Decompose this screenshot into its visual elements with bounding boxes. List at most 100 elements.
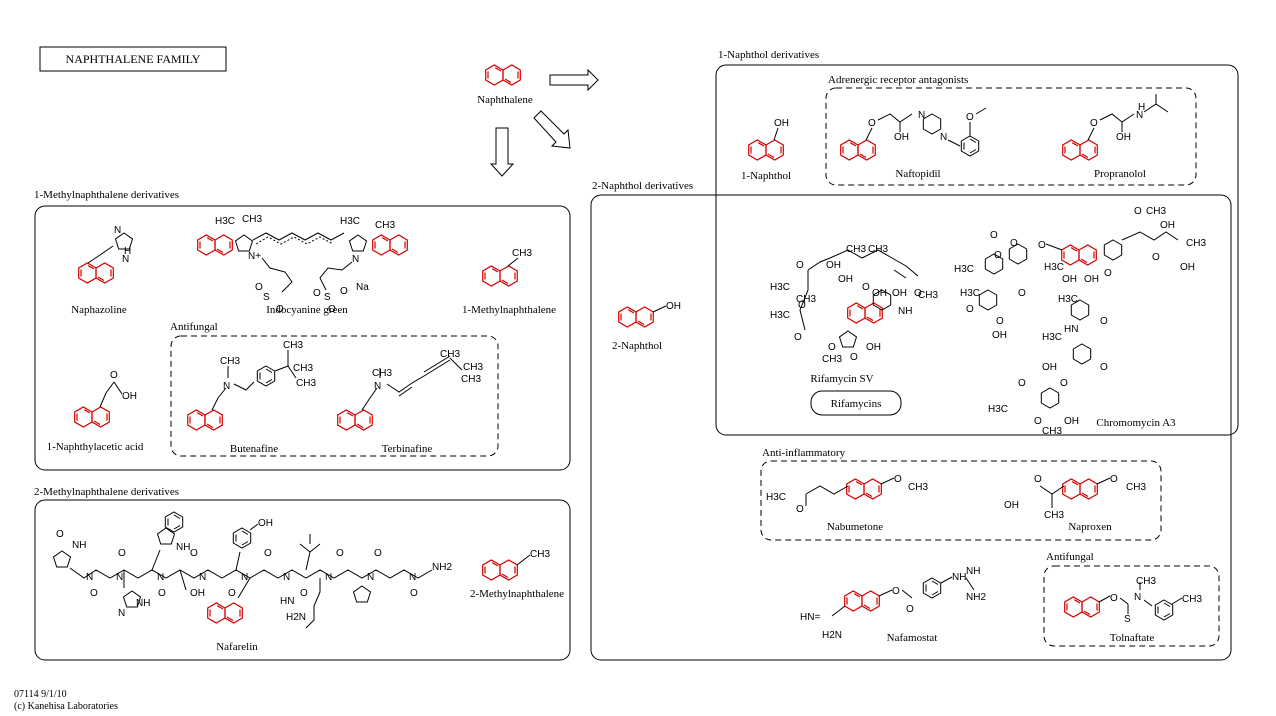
- label-chromomycin-a3: Chromomycin A3: [1096, 417, 1176, 429]
- compound-naftopidil[interactable]: O OH N N O Naftopidil: [840, 107, 987, 180]
- group-box-2-methyl: [34, 499, 571, 661]
- svg-text:HN=: HN=: [800, 612, 820, 623]
- rifamycins-badge[interactable]: [810, 390, 902, 416]
- label-rifamycins: Rifamycins: [831, 398, 882, 410]
- compound-1-methylnaphthalene[interactable]: CH3 1-Methylnaphthalene: [462, 248, 556, 316]
- compound-nabumetone[interactable]: O H3C O CH3 Nabumetone: [766, 474, 928, 533]
- compound-rifamycin-sv[interactable]: CH3 CH3 OH OH H3C O CH3 H3C O O OH OH NH…: [770, 244, 938, 385]
- svg-text:O: O: [1060, 378, 1068, 389]
- svg-text:NH: NH: [966, 566, 980, 577]
- svg-text:O: O: [56, 529, 64, 540]
- adrenergic-box: [825, 87, 1197, 186]
- svg-text:O: O: [914, 288, 922, 299]
- svg-text:O: O: [190, 548, 198, 559]
- svg-text:CH3: CH3: [296, 378, 316, 389]
- naphthalene-compound[interactable]: Naphthalene: [477, 64, 533, 106]
- svg-text:O: O: [1100, 316, 1108, 327]
- svg-text:O: O: [264, 548, 272, 559]
- compound-tolnaftate[interactable]: O S N CH3 CH3 Tolnaftate: [1064, 576, 1203, 644]
- svg-text:H3C: H3C: [1058, 294, 1078, 305]
- compound-butenafine[interactable]: N CH3 CH3 CH3 CH3 Butenafine: [187, 340, 317, 455]
- svg-text:OH: OH: [1180, 262, 1195, 273]
- svg-text:NH: NH: [136, 598, 150, 609]
- label-propranolol: Propranolol: [1094, 168, 1146, 180]
- footer-copyright: (c) Kanehisa Laboratories: [14, 701, 118, 712]
- svg-text:O: O: [1104, 268, 1112, 279]
- diagram-title: NAPHTHALENE FAMILY: [66, 52, 201, 66]
- svg-text:CH3: CH3: [1186, 238, 1206, 249]
- svg-text:H3C: H3C: [1044, 262, 1064, 273]
- svg-text:OH: OH: [190, 588, 205, 599]
- label-rifamycin-sv: Rifamycin SV: [810, 373, 873, 385]
- compound-1-naphthol[interactable]: OH 1-Naphthol: [741, 118, 791, 182]
- compound-2-naphthol[interactable]: OH 2-Naphthol: [612, 301, 681, 352]
- svg-text:N: N: [241, 572, 248, 583]
- svg-text:Na: Na: [356, 282, 369, 293]
- svg-text:CH3: CH3: [293, 363, 313, 374]
- compound-2-methylnaphthalene[interactable]: CH3 2-Methylnaphthalene: [470, 549, 564, 600]
- label-2-naphthol: 2-Naphthol: [612, 340, 662, 352]
- svg-text:H3C: H3C: [340, 216, 360, 227]
- svg-text:N: N: [1136, 110, 1143, 121]
- svg-text:H3C: H3C: [960, 288, 980, 299]
- compound-indocyanine-green[interactable]: N+ H3C CH3 H3C CH3 N S O O S O O O Na In…: [197, 214, 408, 316]
- svg-text:O: O: [868, 118, 876, 129]
- compound-propranolol[interactable]: O OH N H Propranolol: [1062, 94, 1169, 180]
- svg-text:H2N: H2N: [822, 630, 842, 641]
- compound-nafamostat[interactable]: HN= H2N O O NH NH NH2 Nafamostat: [800, 566, 986, 644]
- svg-text:O: O: [1038, 240, 1046, 251]
- svg-text:CH3: CH3: [242, 214, 262, 225]
- svg-text:CH3: CH3: [1182, 594, 1202, 605]
- svg-text:H: H: [1138, 102, 1145, 113]
- svg-text:O: O: [255, 282, 263, 293]
- svg-text:N: N: [157, 572, 164, 583]
- svg-text:H3C: H3C: [988, 404, 1008, 415]
- label-1-naphthol: 1-Naphthol: [741, 170, 791, 182]
- svg-text:H: H: [124, 246, 131, 257]
- svg-text:CH3: CH3: [372, 368, 392, 379]
- svg-text:NH: NH: [952, 572, 966, 583]
- svg-text:OH: OH: [872, 288, 887, 299]
- svg-text:CH3: CH3: [461, 374, 481, 385]
- compound-nafarelin[interactable]: NH O N N N N N N N N N O O O O O O O O O…: [53, 511, 453, 653]
- svg-text:NH: NH: [176, 542, 190, 553]
- compound-naphazoline[interactable]: N H N Naphazoline: [71, 225, 133, 316]
- svg-text:OH: OH: [892, 288, 907, 299]
- svg-text:N: N: [199, 572, 206, 583]
- svg-text:O: O: [118, 548, 126, 559]
- svg-text:H3C: H3C: [770, 310, 790, 321]
- svg-text:CH3: CH3: [1126, 482, 1146, 493]
- svg-text:N: N: [1134, 592, 1141, 603]
- compound-1-naphthylacetic-acid[interactable]: O OH 1-Naphthylacetic acid: [47, 370, 144, 453]
- svg-text:O: O: [1034, 416, 1042, 427]
- antifungal-box-2: [1043, 565, 1220, 647]
- svg-text:O: O: [1100, 362, 1108, 373]
- compound-naproxen[interactable]: CH3 O OH O CH3 Naproxen: [1004, 474, 1146, 533]
- svg-text:NH2: NH2: [966, 592, 986, 603]
- svg-text:OH: OH: [838, 274, 853, 285]
- compound-terbinafine[interactable]: N CH3 CH3 CH3 CH3 Terbinafine: [337, 349, 484, 455]
- footer-code: 07114 9/1/10: [14, 689, 67, 700]
- svg-text:O: O: [1134, 206, 1142, 217]
- svg-text:O: O: [1018, 288, 1026, 299]
- svg-text:N: N: [122, 254, 129, 265]
- svg-text:NH: NH: [898, 306, 912, 317]
- svg-text:O: O: [828, 342, 836, 353]
- svg-text:CH3: CH3: [908, 482, 928, 493]
- svg-text:OH: OH: [826, 260, 841, 271]
- svg-text:CH3: CH3: [1136, 576, 1156, 587]
- svg-text:OH: OH: [1084, 274, 1099, 285]
- title-box: [39, 46, 227, 72]
- compound-chromomycin-a3[interactable]: O O CH3 OH O OH CH3 OH OH O H3C O H3C O …: [954, 206, 1206, 437]
- svg-text:HN: HN: [280, 596, 294, 607]
- label-2-methylnaphthalene: 2-Methylnaphthalene: [470, 588, 564, 600]
- svg-text:CH3: CH3: [283, 340, 303, 351]
- label-1-naphthylacetic-acid: 1-Naphthylacetic acid: [47, 441, 144, 453]
- svg-text:CH3: CH3: [846, 244, 866, 255]
- svg-text:OH: OH: [774, 118, 789, 129]
- svg-text:S: S: [263, 292, 270, 303]
- svg-text:O: O: [313, 288, 321, 299]
- svg-text:O: O: [276, 304, 284, 315]
- group-box-1-naphthol: [715, 64, 1239, 436]
- svg-text:CH3: CH3: [1146, 206, 1166, 217]
